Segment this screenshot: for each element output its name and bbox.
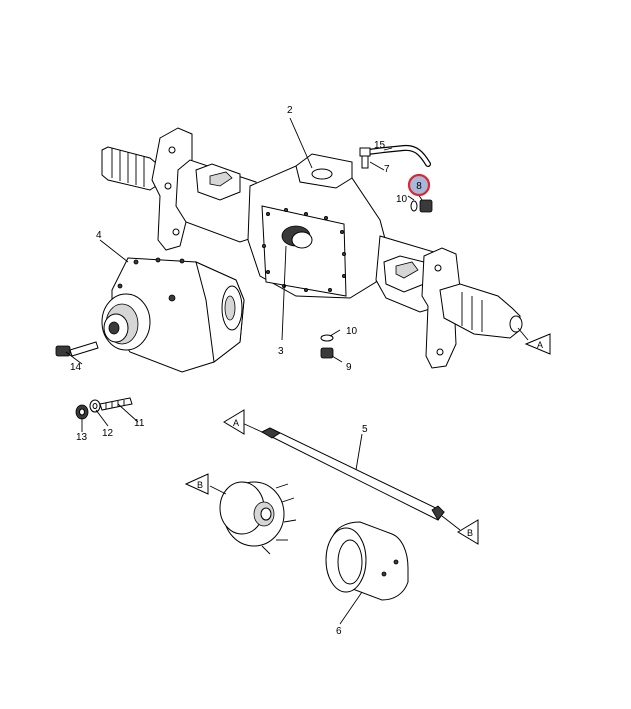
callout-labels: 2 15 7 10 4 3 10 9 14 11 12 13 5 6 (70, 105, 408, 637)
seal-washer-10-lower[interactable] (320, 334, 334, 342)
callout-14: 14 (70, 362, 82, 373)
callout-10-upper: 10 (396, 194, 408, 205)
seal-washer-10-upper[interactable] (410, 200, 418, 212)
callout-8: 8 (416, 181, 422, 192)
svg-text:A: A (233, 418, 239, 428)
callout-11: 11 (134, 418, 145, 429)
stud-11[interactable] (99, 397, 133, 411)
callout-15: 15 (374, 140, 386, 151)
axle-housing[interactable] (101, 127, 523, 369)
callout-8-highlight[interactable]: 8 (407, 173, 431, 197)
washer-12[interactable] (89, 399, 101, 413)
callout-13: 13 (76, 432, 88, 443)
svg-text:B: B (197, 480, 203, 490)
bolt-14[interactable] (55, 341, 99, 357)
callout-7: 7 (384, 164, 390, 175)
callout-5: 5 (362, 424, 368, 435)
callout-9: 9 (346, 362, 352, 373)
hub-drum[interactable] (325, 521, 409, 601)
svg-text:B: B (467, 528, 473, 538)
reference-marker-a-shaft: A (223, 409, 245, 435)
fill-plug-8[interactable] (419, 199, 433, 213)
wheel-hub-planetary[interactable] (219, 481, 297, 555)
axle-shaft[interactable] (260, 427, 445, 521)
reference-marker-a-right: A (524, 333, 551, 355)
callout-10-lower: 10 (346, 326, 358, 337)
callout-6: 6 (336, 626, 342, 637)
reference-marker-b-hub: B (184, 473, 209, 495)
reference-marker-b-shaft: B (457, 519, 479, 545)
callout-12: 12 (102, 428, 114, 439)
nut-13[interactable] (75, 404, 89, 420)
breather-hose[interactable] (359, 144, 431, 169)
callout-4: 4 (96, 230, 102, 241)
callout-3: 3 (278, 346, 284, 357)
differential-carrier[interactable] (101, 257, 245, 373)
svg-text:A: A (537, 340, 543, 350)
drain-plug-9[interactable] (320, 347, 334, 359)
callout-2: 2 (287, 105, 293, 116)
